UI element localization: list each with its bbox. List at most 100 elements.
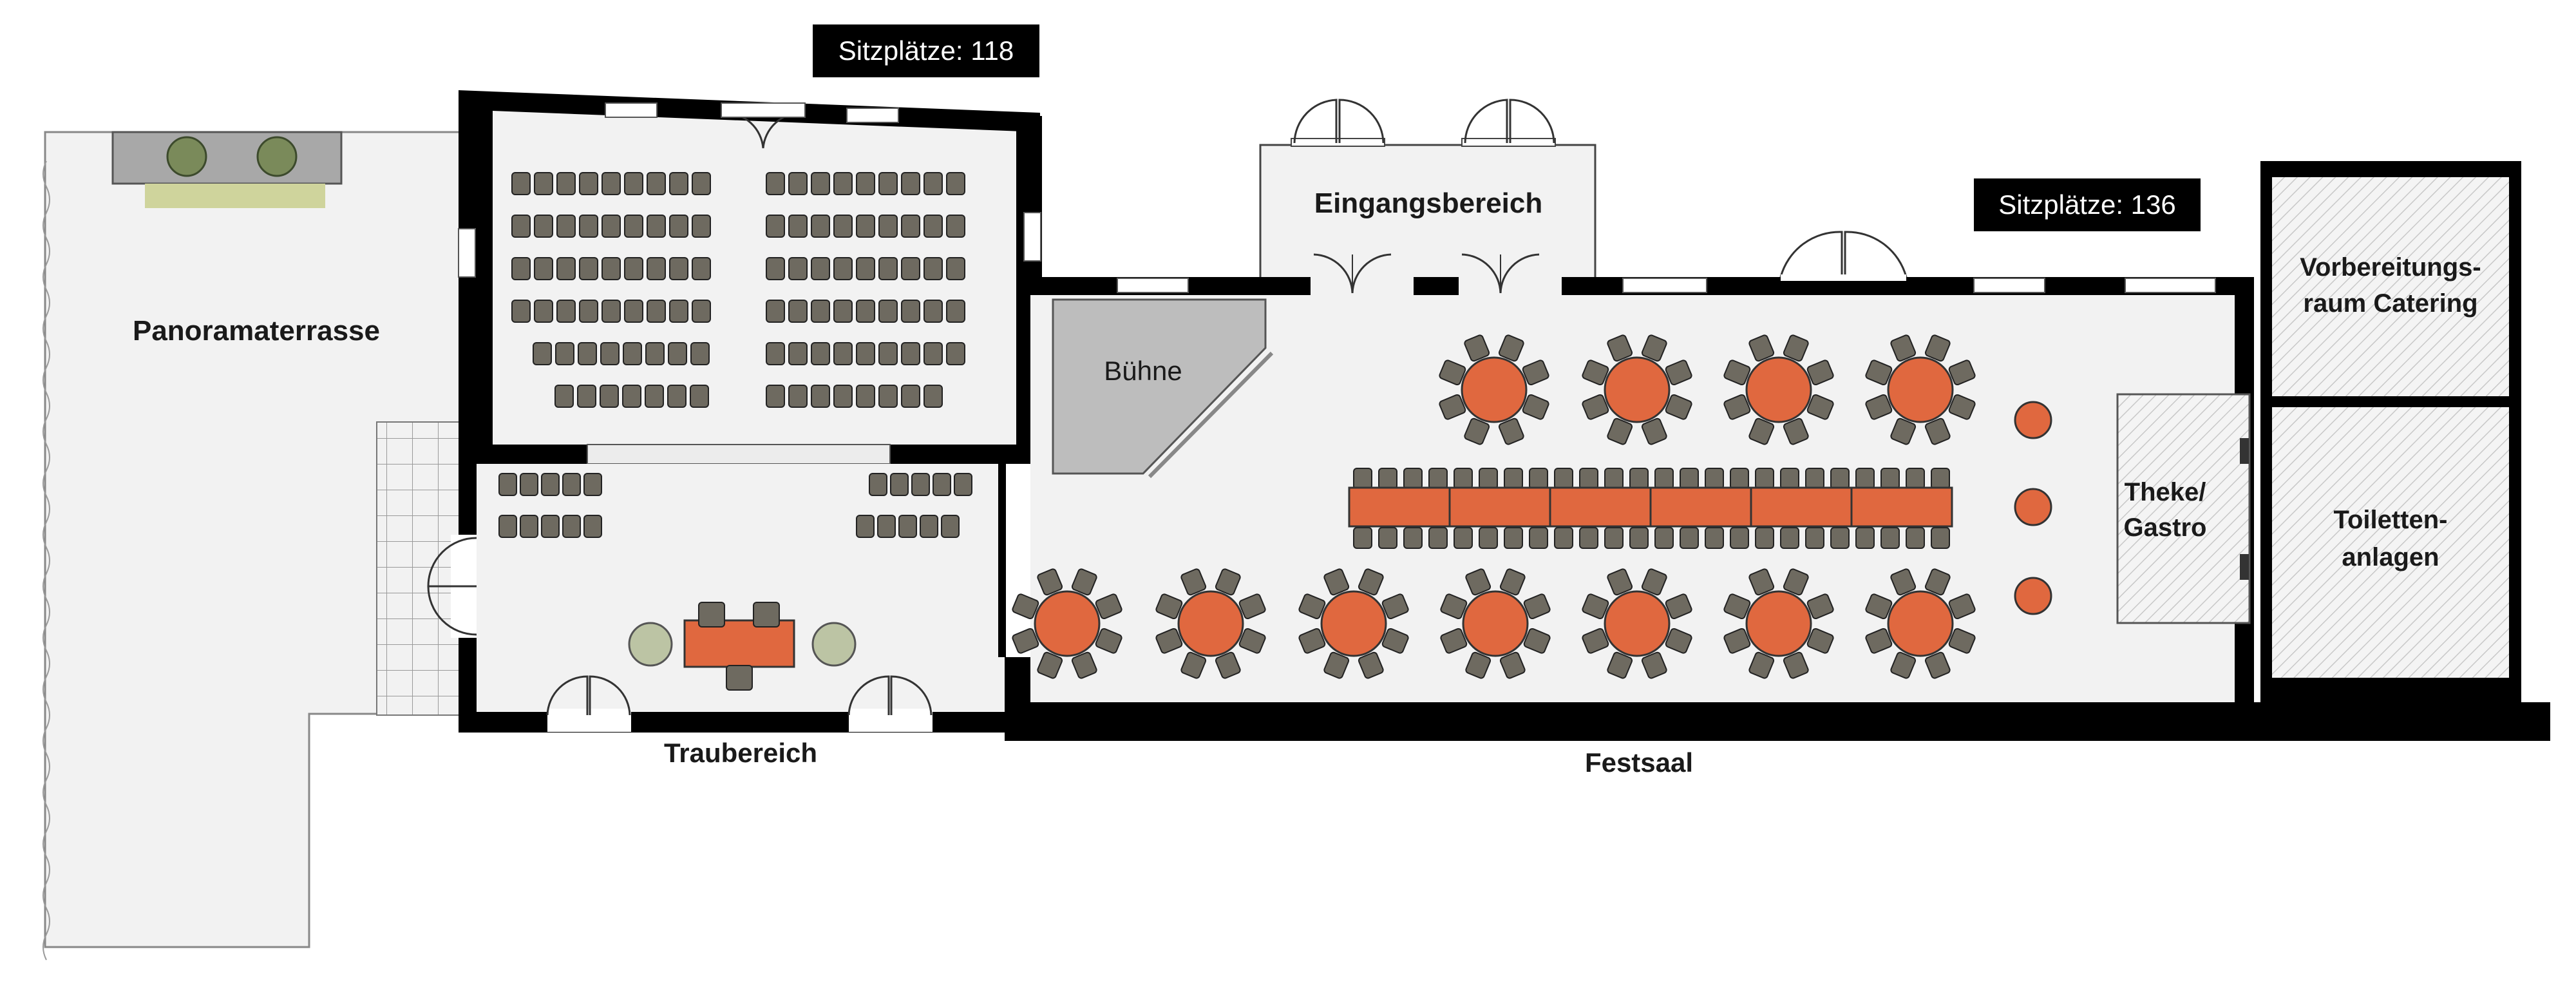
chair-icon	[1607, 417, 1633, 445]
chair-icon	[647, 172, 666, 195]
chair-icon	[1865, 394, 1893, 420]
long-table-segment	[1649, 486, 1752, 528]
chair-icon	[1705, 527, 1724, 549]
round-table	[1320, 590, 1387, 657]
chair-icon	[1783, 334, 1809, 362]
chair-icon	[511, 300, 531, 323]
chair-icon	[600, 342, 620, 365]
chair-icon	[954, 473, 972, 496]
chair-icon	[911, 473, 930, 496]
chair-icon	[1641, 417, 1667, 445]
chair-icon	[1629, 468, 1649, 490]
chair-icon	[534, 300, 553, 323]
chair-icon	[1037, 568, 1063, 596]
seat-count-festsaal: Sitzplätze: 136	[1998, 189, 2176, 220]
eingangsbereich: Eingangsbereich	[1259, 99, 1596, 293]
chair-icon	[833, 215, 853, 238]
chair-icon	[647, 257, 666, 280]
chair-icon	[878, 215, 898, 238]
caption-seats-left	[813, 24, 1039, 77]
left-hall: Sitzplätze: 118	[458, 24, 1042, 465]
cocktail-table	[2014, 488, 2052, 526]
chair-icon	[946, 300, 965, 323]
chair-icon	[1037, 651, 1063, 679]
chair-icon	[1748, 568, 1775, 596]
chair-icon	[833, 385, 853, 408]
chair-icon	[1298, 593, 1326, 620]
chair-icon	[1607, 651, 1633, 679]
chair-icon	[1381, 628, 1409, 654]
chair-icon	[1641, 334, 1667, 362]
chair-icon	[1748, 651, 1775, 679]
chair-icon	[1440, 628, 1468, 654]
chair-icon	[833, 257, 853, 280]
chair-icon	[1705, 468, 1724, 490]
room-label-eingangsbereich: Eingangsbereich	[1314, 187, 1543, 219]
chair-icon	[1641, 568, 1667, 596]
long-table-segment	[1348, 486, 1451, 528]
chair-icon	[1607, 334, 1633, 362]
chair-icon	[1865, 359, 1893, 386]
chair-icon	[1439, 359, 1466, 386]
chair-icon	[1238, 593, 1266, 620]
chair-icon	[1830, 468, 1850, 490]
chair-icon	[555, 342, 574, 365]
chair-icon	[1805, 468, 1824, 490]
chair-icon	[1454, 527, 1473, 549]
chair-icon	[692, 215, 711, 238]
chair-icon	[668, 342, 687, 365]
chair-icon	[788, 215, 808, 238]
chair-icon	[1924, 417, 1951, 445]
chair-icon	[1499, 568, 1526, 596]
chair-icon	[1464, 417, 1490, 445]
chair-icon	[1381, 593, 1409, 620]
chair-icon	[923, 257, 943, 280]
chair-icon	[1805, 527, 1824, 549]
chair-icon	[622, 385, 641, 408]
chair-icon	[1428, 527, 1448, 549]
chair-icon	[766, 300, 785, 323]
room-label-vorbereitung-2: raum Catering	[2303, 289, 2477, 318]
chair-icon	[1629, 527, 1649, 549]
chair-icon	[856, 515, 875, 538]
chair-icon	[1924, 568, 1951, 596]
terrace-steps	[376, 421, 464, 716]
room-label-vorbereitung-1: Vorbereitungs-	[2300, 253, 2481, 282]
chair-icon	[624, 300, 643, 323]
round-table	[1604, 356, 1671, 423]
round-table	[1745, 356, 1812, 423]
chair-icon	[1665, 394, 1692, 420]
stage	[1052, 298, 1267, 475]
chair-icon	[624, 215, 643, 238]
chair-icon	[1931, 468, 1950, 490]
chair-icon	[556, 172, 576, 195]
chair-icon	[933, 473, 951, 496]
chair-icon	[1931, 527, 1950, 549]
long-table-segment	[1549, 486, 1652, 528]
chair-icon	[669, 257, 688, 280]
round-table	[1887, 590, 1954, 657]
plant-icon	[811, 622, 857, 667]
chair-icon	[583, 515, 602, 538]
terrace: Panoramaterrasse	[43, 131, 465, 961]
chair-icon	[856, 300, 875, 323]
chair-icon	[923, 385, 943, 408]
chair-icon	[946, 257, 965, 280]
chair-icon	[901, 300, 920, 323]
plant-icon	[256, 136, 298, 177]
chair-icon	[1529, 527, 1548, 549]
chair-icon	[941, 515, 960, 538]
chair-icon	[811, 385, 830, 408]
chair-icon	[878, 172, 898, 195]
chair-icon	[1806, 359, 1834, 386]
chair-icon	[1604, 527, 1624, 549]
chair-icon	[1924, 334, 1951, 362]
chair-icon	[1730, 527, 1749, 549]
chair-icon	[1479, 468, 1498, 490]
chair-icon	[1806, 394, 1834, 420]
chair-icon	[788, 172, 808, 195]
chair-icon	[1180, 651, 1207, 679]
chair-icon	[1855, 468, 1875, 490]
theke	[2116, 393, 2251, 624]
chair-icon	[534, 172, 553, 195]
